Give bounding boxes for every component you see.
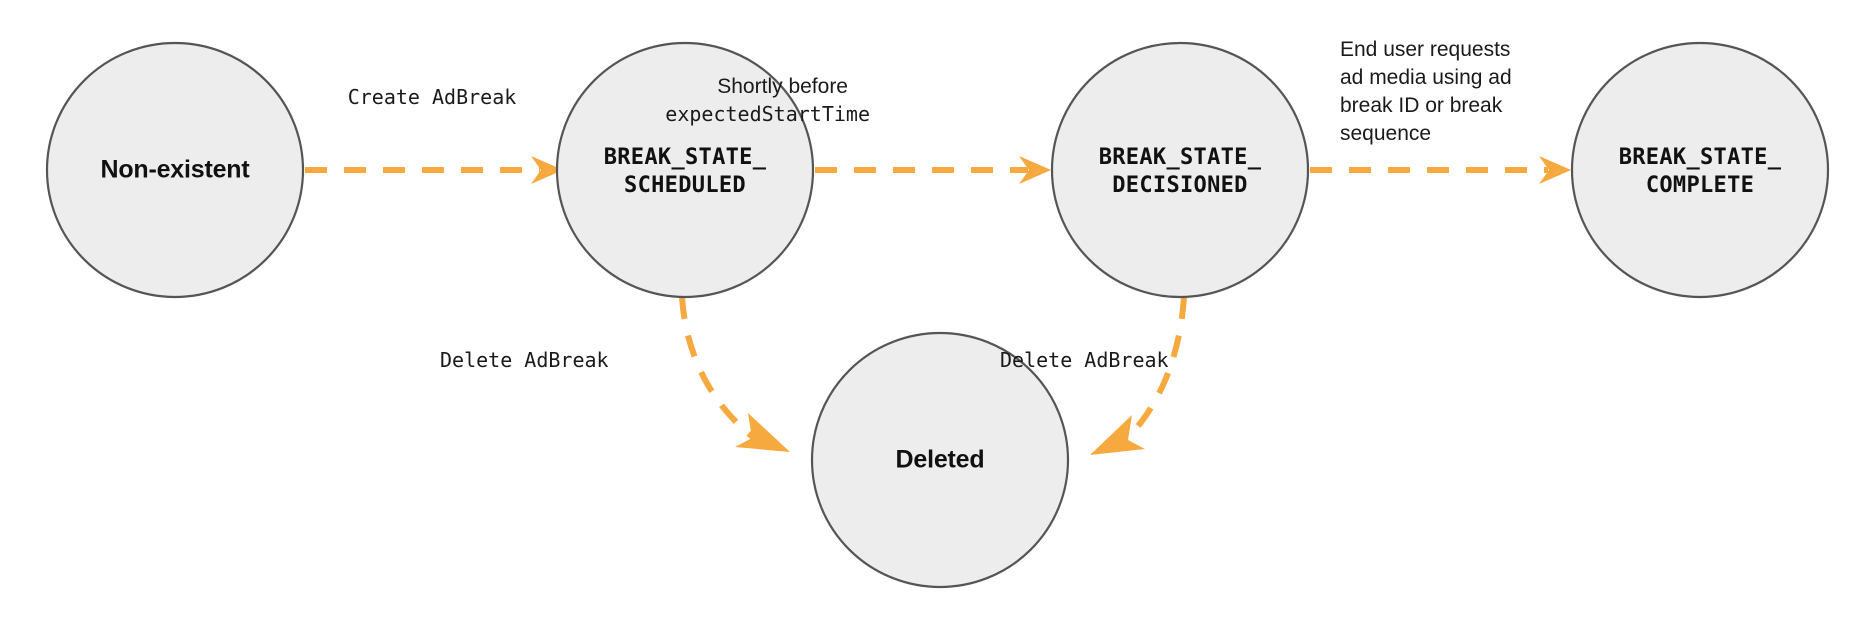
arrow-head-icon bbox=[1019, 156, 1051, 184]
edge-layer bbox=[305, 156, 1571, 455]
node-break-state-scheduled[interactable]: BREAK_STATE_ SCHEDULED bbox=[555, 41, 815, 299]
edge-label-delete-adbreak-scheduled: Delete AdBreak bbox=[440, 348, 609, 372]
arrow-head-icon bbox=[1539, 156, 1571, 184]
node-label-break-state-complete-line1: BREAK_STATE_ bbox=[1619, 145, 1782, 170]
edge-label-shortly-before-line2: expectedStartTime bbox=[665, 102, 870, 126]
edge-end-user-requests[interactable] bbox=[1310, 156, 1571, 184]
node-layer: Non-existent BREAK_STATE_ SCHEDULED BREA… bbox=[45, 41, 1830, 589]
node-label-break-state-decisioned-line2: DECISIONED bbox=[1112, 173, 1247, 198]
node-shape bbox=[1570, 41, 1830, 299]
node-label-break-state-complete-line2: COMPLETE bbox=[1646, 173, 1754, 198]
arrow-head-icon bbox=[735, 413, 790, 452]
edge-label-end-user-requests-line1: End user requests bbox=[1340, 38, 1510, 61]
arrow-head-icon bbox=[1090, 415, 1145, 455]
node-shape bbox=[810, 331, 1070, 589]
node-shape bbox=[45, 41, 305, 299]
node-label-break-state-scheduled-line2: SCHEDULED bbox=[624, 173, 746, 198]
edge-label-shortly-before-line1: Shortly before bbox=[717, 75, 848, 98]
edge-delete-adbreak-scheduled[interactable] bbox=[679, 296, 790, 452]
edge-create-adbreak[interactable] bbox=[305, 156, 563, 184]
edge-label-end-user-requests-line4: sequence bbox=[1340, 122, 1431, 145]
arrow-head-icon bbox=[531, 156, 563, 184]
node-label-non-existent: Non-existent bbox=[100, 156, 250, 184]
node-label-break-state-scheduled-line1: BREAK_STATE_ bbox=[604, 145, 767, 170]
node-break-state-decisioned[interactable]: BREAK_STATE_ DECISIONED bbox=[1050, 41, 1310, 299]
node-label-deleted: Deleted bbox=[896, 446, 985, 474]
edge-shortly-before[interactable] bbox=[815, 156, 1051, 184]
node-label-break-state-decisioned-line1: BREAK_STATE_ bbox=[1099, 145, 1262, 170]
edge-label-create-adbreak: Create AdBreak bbox=[348, 85, 517, 109]
edge-delete-adbreak-decisioned[interactable] bbox=[1090, 296, 1187, 455]
edge-line bbox=[1116, 296, 1187, 450]
node-deleted[interactable]: Deleted bbox=[810, 331, 1070, 589]
edge-label-end-user-requests-line2: ad media using ad bbox=[1340, 66, 1512, 89]
edge-line bbox=[679, 296, 764, 447]
node-break-state-complete[interactable]: BREAK_STATE_ COMPLETE bbox=[1570, 41, 1830, 299]
node-non-existent[interactable]: Non-existent bbox=[45, 41, 305, 299]
edge-label-end-user-requests-line3: break ID or break bbox=[1340, 94, 1503, 117]
node-shape bbox=[555, 41, 815, 299]
edge-label-layer: Create AdBreak Shortly before expectedSt… bbox=[348, 38, 1512, 372]
edge-label-delete-adbreak-decisioned: Delete AdBreak bbox=[1000, 348, 1169, 372]
node-shape bbox=[1050, 41, 1310, 299]
